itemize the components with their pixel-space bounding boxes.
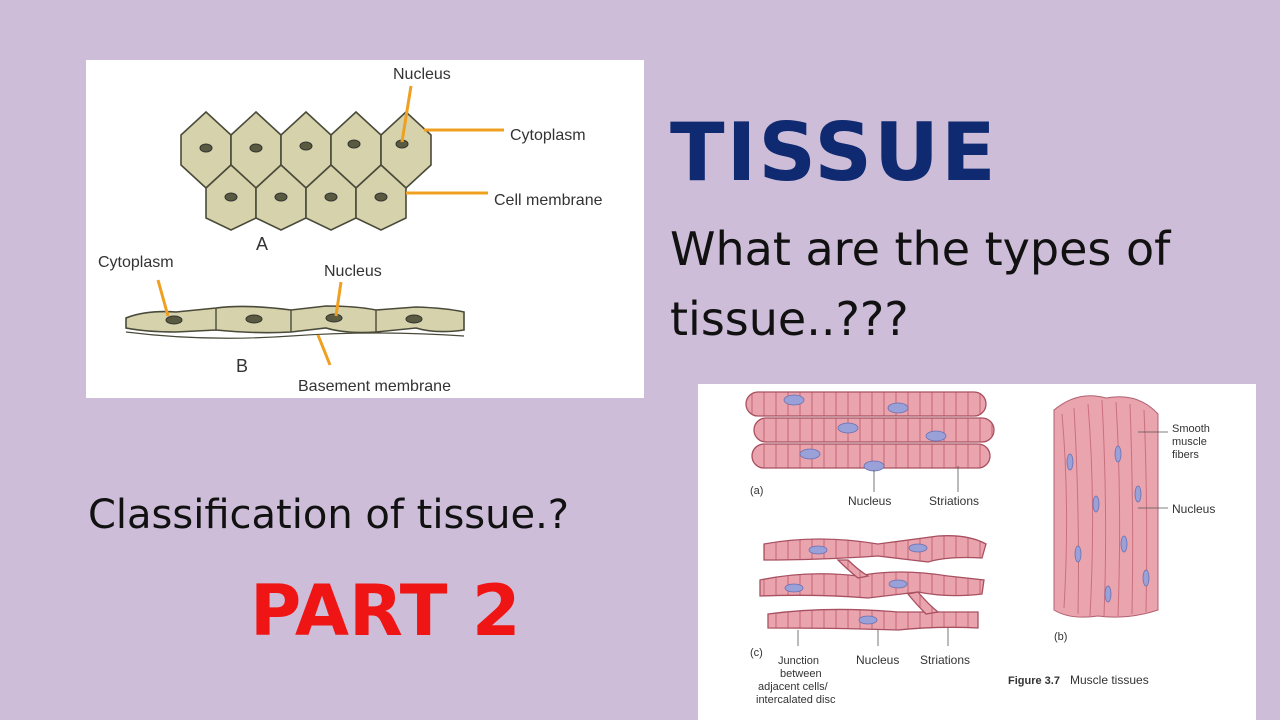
question-text: What are the types of tissue..???: [670, 222, 1171, 346]
label-cell-membrane: Cell membrane: [494, 192, 603, 209]
label-smooth-2: muscle: [1172, 436, 1207, 448]
label-b: B: [236, 356, 248, 376]
classification-text: Classification of tissue.?: [88, 492, 570, 538]
label-striations-c: Striations: [920, 653, 970, 667]
part-label: PART 2: [250, 570, 521, 652]
page-title: TISSUE: [670, 106, 998, 199]
label-cytoplasm-a: Cytoplasm: [510, 127, 586, 144]
label-a: A: [256, 234, 268, 254]
label-b: (b): [1054, 631, 1067, 643]
label-junction-2: between: [780, 668, 822, 680]
label-smooth-3: fibers: [1172, 449, 1199, 461]
label-c: (c): [750, 647, 763, 659]
epithelium-diagram: Nucleus Cytoplasm Cell membrane A Cytopl…: [86, 60, 644, 398]
label-cytoplasm-b: Cytoplasm: [98, 254, 174, 271]
muscle-illustration: (a) Nucleus Striations (c) Junction betw…: [745, 391, 1215, 706]
label-junction-1: Junction: [778, 655, 819, 667]
label-striations-a: Striations: [929, 494, 979, 508]
label-nucleus-b: Nucleus: [1172, 502, 1215, 516]
muscle-diagram: (a) Nucleus Striations (c) Junction betw…: [698, 384, 1256, 720]
label-junction-3: adjacent cells/: [758, 681, 829, 693]
label-nucleus-b: Nucleus: [324, 263, 382, 280]
label-nucleus-a: Nucleus: [848, 494, 891, 508]
label-junction-4: intercalated disc: [756, 694, 836, 706]
label-a: (a): [750, 485, 763, 497]
label-smooth-1: Smooth: [1172, 423, 1210, 435]
epithelium-illustration: Nucleus Cytoplasm Cell membrane A Cytopl…: [98, 66, 603, 395]
figure-number: Figure 3.7: [1008, 675, 1060, 687]
label-nucleus-a: Nucleus: [393, 66, 451, 83]
label-nucleus-c: Nucleus: [856, 653, 899, 667]
label-basement-membrane: Basement membrane: [298, 378, 451, 395]
figure-caption: Muscle tissues: [1070, 673, 1149, 687]
